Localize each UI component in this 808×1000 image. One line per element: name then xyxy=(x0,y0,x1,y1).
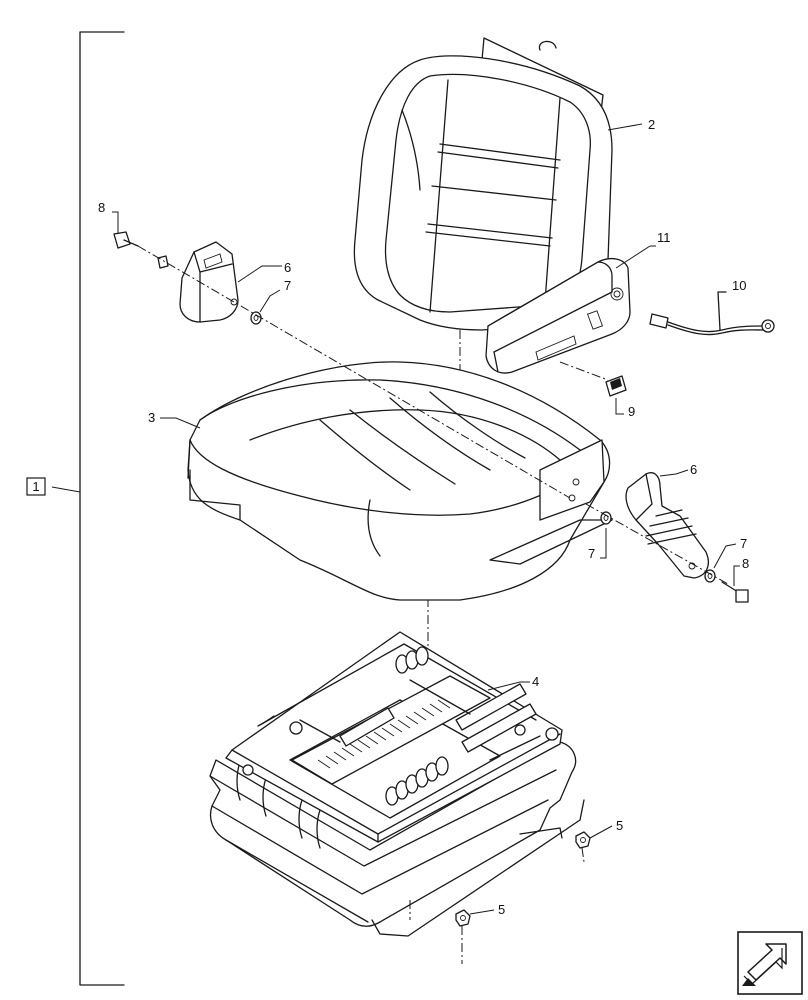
callout-10: 10 xyxy=(732,278,746,293)
callout-2: 2 xyxy=(648,117,655,132)
callout-7-right-a: 7 xyxy=(588,546,595,561)
belt-buckle-left: 6 xyxy=(179,241,291,323)
callout-6-left: 6 xyxy=(284,260,291,275)
armrest: 11 xyxy=(485,230,671,374)
callout-6-right: 6 xyxy=(690,462,697,477)
axis-left-belt xyxy=(137,245,571,499)
axis-right-belt xyxy=(585,503,729,585)
slots xyxy=(317,699,451,769)
callout-9: 9 xyxy=(628,404,635,419)
springs xyxy=(385,646,449,806)
assembly-callout-box xyxy=(26,477,46,496)
washer-right-a: 7 xyxy=(588,511,612,561)
callout-3: 3 xyxy=(148,410,155,425)
washer-left: 7 xyxy=(250,278,291,325)
callout-4: 4 xyxy=(532,674,539,689)
backrest: 2 xyxy=(353,37,655,331)
callout-8-left: 8 xyxy=(98,200,105,215)
bolt-right: 8 xyxy=(721,556,749,603)
callout-1: 1 xyxy=(32,479,39,494)
assembly-bracket: 1 xyxy=(26,31,125,986)
callout-5-right: 5 xyxy=(616,818,623,833)
callout-7-right-b: 7 xyxy=(740,536,747,551)
wiring-harness: 10 xyxy=(649,278,775,336)
callout-7-left: 7 xyxy=(284,278,291,293)
bolt-left: 8 xyxy=(98,200,169,269)
washer-right-b: 7 xyxy=(704,536,747,583)
belt-buckle-right: 6 xyxy=(625,462,709,579)
callout-5-bottom: 5 xyxy=(498,902,505,917)
callout-11: 11 xyxy=(657,230,671,245)
nut-right: 5 xyxy=(575,818,623,863)
arrow-icon[interactable] xyxy=(737,931,803,995)
armrest-switch: 9 xyxy=(559,361,635,419)
nut-bottom: 5 xyxy=(409,900,505,964)
callout-8-right: 8 xyxy=(742,556,749,571)
suspension-base: 4 xyxy=(209,631,585,937)
seat-cushion: 3 xyxy=(148,361,613,601)
